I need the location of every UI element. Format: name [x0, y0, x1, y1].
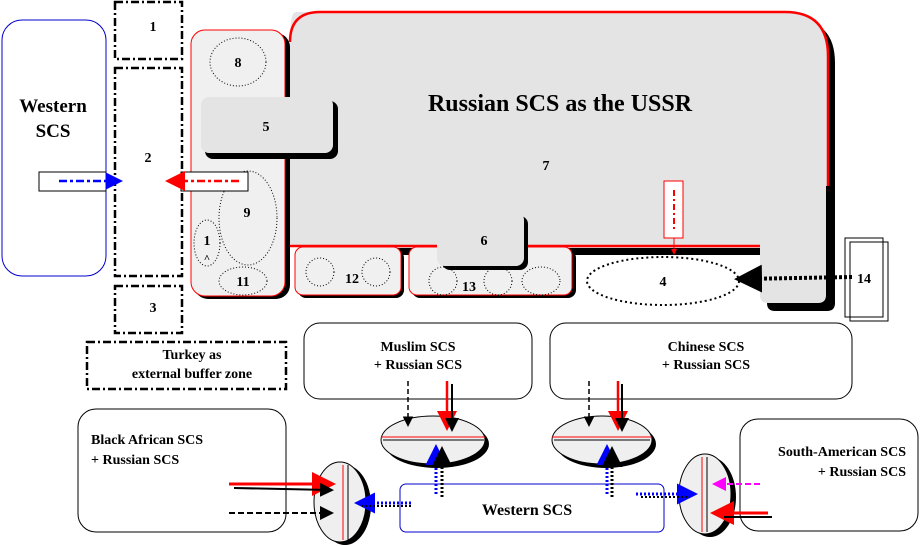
- buffer-zone-1: 1: [113, 0, 184, 61]
- region-14: 14: [844, 237, 889, 322]
- region-10-label: 1: [204, 234, 211, 249]
- region-5: 5: [201, 97, 338, 159]
- arrows-south-american-to-junction: [710, 477, 772, 525]
- region-9-label: 9: [244, 206, 251, 221]
- turkey-buffer-zone: Turkey as external buffer zone: [85, 340, 288, 391]
- arrow-14-to-4: [734, 264, 853, 293]
- western-scs-bottom: Western SCS: [399, 483, 665, 533]
- muslim-label-line1: Muslim SCS: [380, 340, 455, 355]
- muslim-label-line2: + Russian SCS: [374, 358, 462, 373]
- buffer-zone-3: 3: [113, 284, 184, 335]
- black-african-scs-box: Black African SCS + Russian SCS: [77, 408, 287, 533]
- region-4-label: 4: [660, 275, 667, 290]
- region-6-label: 6: [481, 234, 488, 249]
- buffer-zone-2: 2: [113, 66, 184, 278]
- turkey-label-line1: Turkey as: [162, 348, 222, 363]
- arrows-west-to-chinese-junction: [596, 444, 623, 497]
- turkey-label-line2: external buffer zone: [132, 367, 252, 382]
- arrow-west-to-buffer: [38, 171, 123, 192]
- western-scs-label-line2: SCS: [36, 121, 71, 142]
- arrow-west-to-african-junction: [354, 492, 411, 514]
- western-scs-label-line1: Western: [19, 96, 87, 117]
- region-7-label: 7: [543, 159, 550, 174]
- arrows-muslim-to-junction: [402, 381, 459, 432]
- region-1-label: 1: [150, 20, 157, 35]
- region-5-label: 5: [263, 120, 270, 135]
- chinese-scs-box: Chinese SCS + Russian SCS: [549, 322, 853, 400]
- region-14-label: 14: [857, 272, 871, 287]
- russian-scs-title: Russian SCS as the USSR: [428, 91, 693, 117]
- arrows-west-to-muslim-junction: [425, 444, 453, 497]
- arrows-chinese-to-junction: [583, 381, 629, 432]
- region-4: 4: [586, 256, 740, 306]
- region-12: 12: [294, 246, 404, 298]
- south-american-label-line2: + Russian SCS: [818, 465, 906, 480]
- junction-south-american: [678, 453, 736, 537]
- arrow-russia-to-buffer: [165, 171, 249, 192]
- region-3-label: 3: [150, 301, 157, 316]
- south-american-scs-box: South-American SCS + Russian SCS: [739, 418, 919, 532]
- arrow-russia-to-4: [663, 180, 684, 255]
- region-12-label: 12: [345, 272, 359, 287]
- arrow-west-to-south-american-junction: [636, 483, 698, 505]
- arrows-african-to-junction: [229, 472, 336, 520]
- russian-scs-ussr: Russian SCS as the USSR 7: [288, 10, 835, 311]
- chinese-label-line1: Chinese SCS: [668, 340, 745, 355]
- region-13-label: 13: [462, 280, 476, 295]
- region-11-label: 11: [236, 275, 249, 290]
- african-label-line1: Black African SCS: [91, 433, 203, 448]
- muslim-scs-box: Muslim SCS + Russian SCS: [303, 322, 533, 400]
- western-republics-region: 8 9 1 ^ 11: [190, 29, 290, 299]
- chinese-label-line2: + Russian SCS: [662, 358, 750, 373]
- western-scs-left: Western SCS: [1, 19, 107, 277]
- african-label-line2: + Russian SCS: [91, 453, 179, 468]
- region-6: 6: [437, 212, 528, 270]
- south-american-label-line1: South-American SCS: [778, 445, 906, 460]
- region-8-label: 8: [235, 56, 242, 71]
- western-scs-bottom-label: Western SCS: [482, 502, 572, 519]
- junction-chinese: [551, 415, 656, 468]
- region-2-label: 2: [145, 151, 152, 166]
- region-10-sub-label: ^: [204, 253, 210, 265]
